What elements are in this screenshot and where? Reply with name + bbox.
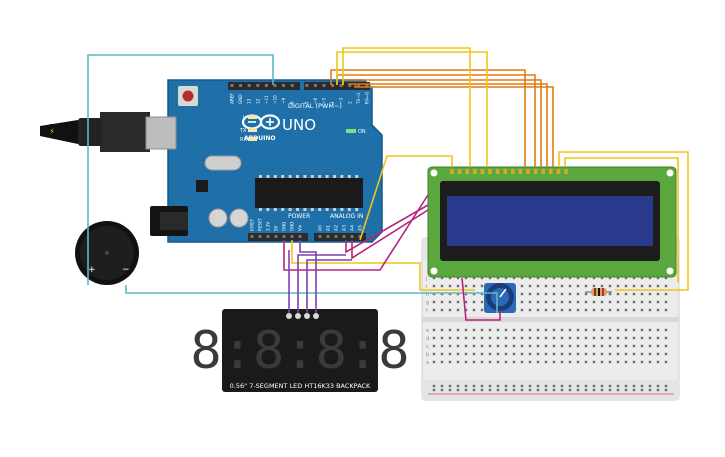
wire-lcd-d7 [330, 69, 526, 167]
digital-pin-label: ~6 [313, 97, 318, 104]
digital-pin-label: ~11 [264, 95, 269, 104]
analog-label: ANALOG IN [330, 213, 363, 220]
analog-pin-label: A5 [358, 225, 364, 231]
wire-sda [345, 204, 429, 254]
wire-5v-pot [291, 240, 475, 291]
breadboard-row-letter: f [426, 308, 428, 314]
wires [87, 47, 689, 321]
digital-pin-label: AREF [230, 93, 235, 104]
model-label: UNO [282, 116, 316, 134]
segment-digits: 8:8:8:8 [190, 321, 409, 381]
analog-pin-label: A3 [342, 225, 348, 231]
wire-buzzer-gnd [125, 285, 498, 313]
wire-lcd-rs [342, 47, 471, 167]
capacitor [229, 208, 249, 228]
power-pin-label: Vin [298, 224, 303, 231]
digital-pin-label: 7 [304, 101, 309, 104]
lcd-pin-header [450, 169, 568, 174]
led-tx-label: TX [239, 128, 247, 134]
led-rx-label: RX [240, 137, 247, 143]
power-pin-label: GND [282, 222, 287, 231]
breadboard-row-letter: b [426, 352, 429, 358]
wire-lcd-k [564, 157, 679, 282]
power-pin-label: 5V [274, 225, 279, 231]
wire-scl [351, 209, 429, 260]
power-pin-label: GND [290, 222, 295, 231]
lcd-16x2-module[interactable] [427, 166, 677, 278]
digital-pin-label: 8 [290, 101, 295, 104]
digital-pin-label: 12 [255, 98, 260, 104]
digital-pin-label: 13 [247, 98, 252, 104]
buzzer-plus-label: + [88, 265, 96, 275]
digital-pin-label: ~10 [273, 95, 278, 104]
breadboard-row-letter: e [426, 328, 429, 334]
segment-header-pins [286, 313, 319, 319]
breadboard-row-letter: c [426, 344, 429, 350]
wire-lcd-d4 [348, 83, 548, 167]
crystal-oscillator [204, 155, 242, 171]
breadboard-row-letter: a [426, 360, 429, 366]
led-l-label: L [243, 115, 246, 121]
digital-pin-label: ~9 [281, 97, 286, 104]
analog-pin-label: A0 [318, 225, 324, 231]
atmega-chip [255, 178, 363, 208]
capacitor [208, 208, 228, 228]
seven-segment-backpack[interactable]: 8:8:8:8 0.56" 7-SEGMENT LED HT16K33 BACK… [190, 309, 410, 392]
wire-buzzer-signal [87, 54, 274, 285]
on-label: ON [358, 129, 366, 135]
wire-5v-lcd [359, 155, 453, 241]
wire-pot-wiper [461, 277, 501, 321]
lcd-screen [447, 196, 653, 246]
breadboard-row-letter: h [426, 292, 429, 298]
power-pin-label: 3.3V [266, 222, 271, 231]
segment-caption: 0.56" 7-SEGMENT LED HT16K33 BACKPACK [230, 382, 371, 390]
digital-pin-label: RX←0 [365, 92, 370, 104]
piezo-buzzer[interactable]: + − [75, 221, 139, 285]
breadboard-row-letter: g [426, 300, 429, 306]
potentiometer[interactable] [484, 283, 516, 313]
digital-pin-label: TX→1 [356, 92, 361, 105]
resistor[interactable] [585, 288, 612, 296]
power-pin-label: IOREF [250, 218, 255, 231]
digital-pin-label: GND [238, 94, 243, 104]
digital-pin-label: ~5 [322, 97, 327, 104]
analog-pin-label: A1 [326, 225, 332, 231]
brand-label: ARDUINO [244, 135, 275, 142]
digital-pin-label: ~3 [339, 97, 344, 104]
buzzer-minus-label: − [122, 265, 130, 275]
breadboard-row-letter: i [426, 284, 427, 290]
digital-label: DIGITAL (PWM~) [288, 102, 342, 110]
wire-lcd-rw [336, 51, 488, 167]
breadboard-row-letter: j [425, 276, 427, 282]
analog-pin-label: A2 [334, 225, 340, 231]
breadboard-row-letter: d [426, 336, 429, 342]
wire-seg-3 [306, 259, 352, 313]
wire-seg-2 [297, 254, 346, 313]
digital-pin-label: 4 [330, 101, 335, 104]
power-pin-label: RESET [258, 218, 263, 231]
svg-text:⚡: ⚡ [49, 127, 55, 136]
wire-lcd-e [354, 85, 554, 167]
wire-lcd-backlight [558, 151, 689, 291]
usb-connector [100, 112, 150, 152]
wire-gnd [283, 194, 429, 271]
analog-pin-label: A4 [350, 225, 356, 231]
wire-seg-4 [299, 240, 317, 313]
power-label: POWER [288, 213, 310, 220]
digital-pin-label: 2 [347, 101, 352, 104]
